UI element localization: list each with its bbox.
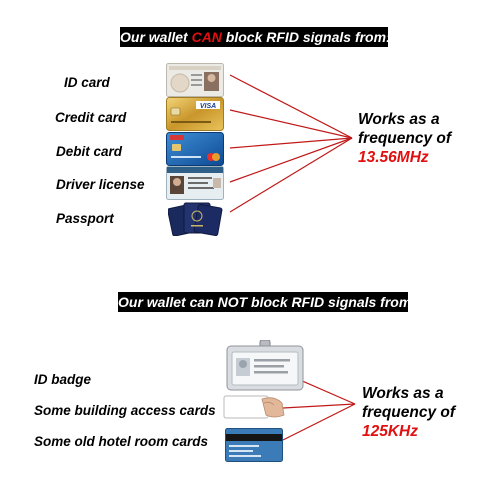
label-id-card: ID card — [64, 75, 110, 90]
credit-card-image: VISA — [166, 97, 224, 131]
can-block-banner: Our wallet CAN block RFID signals from: — [120, 27, 391, 47]
connector-line-driver-license — [229, 137, 353, 183]
passport-image — [168, 202, 223, 236]
works-as-frequency-2: Works as a frequency of 125KHz — [362, 384, 455, 441]
banner-text-pre: Our wallet can — [118, 294, 218, 310]
label-debit-card: Debit card — [56, 144, 123, 159]
connector-line-id-badge — [299, 379, 356, 405]
access-card-image — [223, 395, 285, 419]
connector-line-hotel-card — [282, 403, 356, 441]
label-passport: Passport — [56, 211, 114, 226]
connector-line-passport — [229, 137, 353, 213]
label-hotel-room-cards: Some old hotel room cards — [34, 434, 209, 449]
label-driver-license: Driver license — [56, 177, 145, 192]
hotel-key-card-image — [225, 428, 283, 462]
id-card-image — [166, 63, 224, 97]
banner-text-post: block RFID signals from: — [247, 294, 416, 310]
works-line-1: Works as a — [358, 111, 440, 128]
works-as-frequency-1: Works as a frequency of 13.56MHz — [358, 110, 451, 167]
label-id-badge: ID badge — [34, 372, 92, 387]
frequency-value-2: 125KHz — [362, 423, 418, 440]
cannot-block-banner: Our wallet can NOT block RFID signals fr… — [118, 292, 416, 312]
id-badge-image — [226, 340, 304, 391]
connector-line-id-card — [229, 74, 353, 139]
works-line-1: Works as a — [362, 385, 444, 402]
svg-text:VISA: VISA — [200, 103, 216, 110]
banner-text-post: block RFID signals from: — [221, 29, 391, 45]
frequency-value-1: 13.56MHz — [358, 149, 429, 166]
label-credit-card: Credit card — [55, 110, 127, 125]
banner-highlight: CAN — [191, 29, 222, 45]
driver-license-image — [166, 166, 224, 200]
works-line-2: frequency of — [358, 130, 452, 147]
banner-text-pre: Our wallet — [120, 29, 192, 45]
works-line-2: frequency of — [362, 404, 456, 421]
label-building-access-cards: Some building access cards — [34, 403, 216, 418]
connector-line-debit-card — [229, 137, 353, 149]
banner-highlight: NOT — [217, 294, 248, 310]
connector-line-building-card — [282, 403, 356, 409]
debit-card-image — [166, 132, 224, 166]
connector-line-credit-card — [229, 109, 353, 139]
